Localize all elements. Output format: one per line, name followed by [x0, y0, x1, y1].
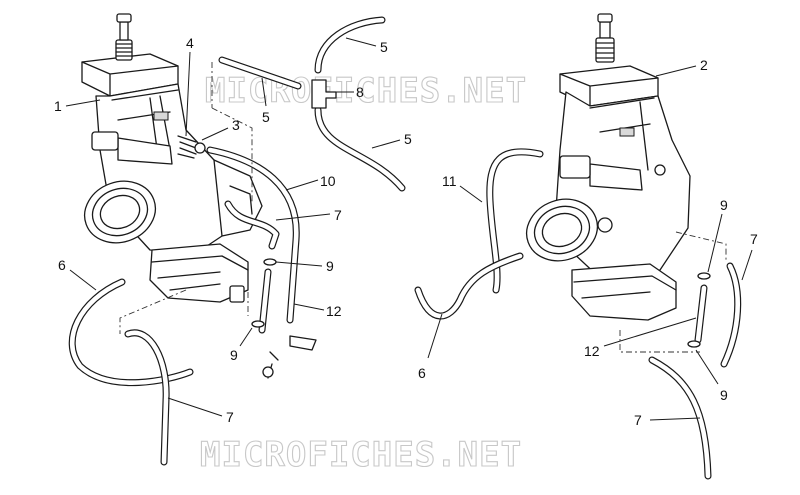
watermark-top: MICROFICHES.NET	[205, 71, 527, 111]
callout-12-right: 12	[584, 343, 600, 359]
callout-5-short: 5	[262, 109, 270, 125]
callout-7-bottom-left: 7	[226, 409, 234, 425]
callout-7-right-upper: 7	[750, 231, 758, 247]
callout-7-right-lower: 7	[634, 412, 642, 428]
callout-9-right-upper: 9	[720, 197, 728, 213]
callout-6-left: 6	[58, 257, 66, 273]
callout-6-right: 6	[418, 365, 426, 381]
callout-3: 3	[232, 117, 240, 133]
callout-9-left-upper: 9	[326, 258, 334, 274]
callout-9-left-lower: 9	[230, 347, 238, 363]
callout-12-left: 12	[326, 303, 342, 319]
callout-8: 8	[356, 84, 364, 100]
left-carburetor	[81, 13, 263, 303]
callout-5-top: 5	[380, 39, 388, 55]
callout-4: 4	[186, 35, 194, 51]
callout-1: 1	[54, 98, 62, 114]
callout-2: 2	[700, 57, 708, 73]
left-hoses	[68, 16, 406, 466]
right-hoses	[414, 148, 742, 480]
callout-7-small: 7	[334, 207, 342, 223]
callout-10: 10	[320, 173, 336, 189]
watermark-bottom: MICROFICHES.NET	[200, 435, 522, 475]
callouts: 1 2 3 4 5 5 5 6 6 7 7 7 7 8 9 9 9	[54, 35, 758, 428]
callout-9-right-lower: 9	[720, 387, 728, 403]
right-carburetor	[525, 13, 691, 321]
callout-5-lower: 5	[404, 131, 412, 147]
callout-11: 11	[442, 173, 457, 189]
